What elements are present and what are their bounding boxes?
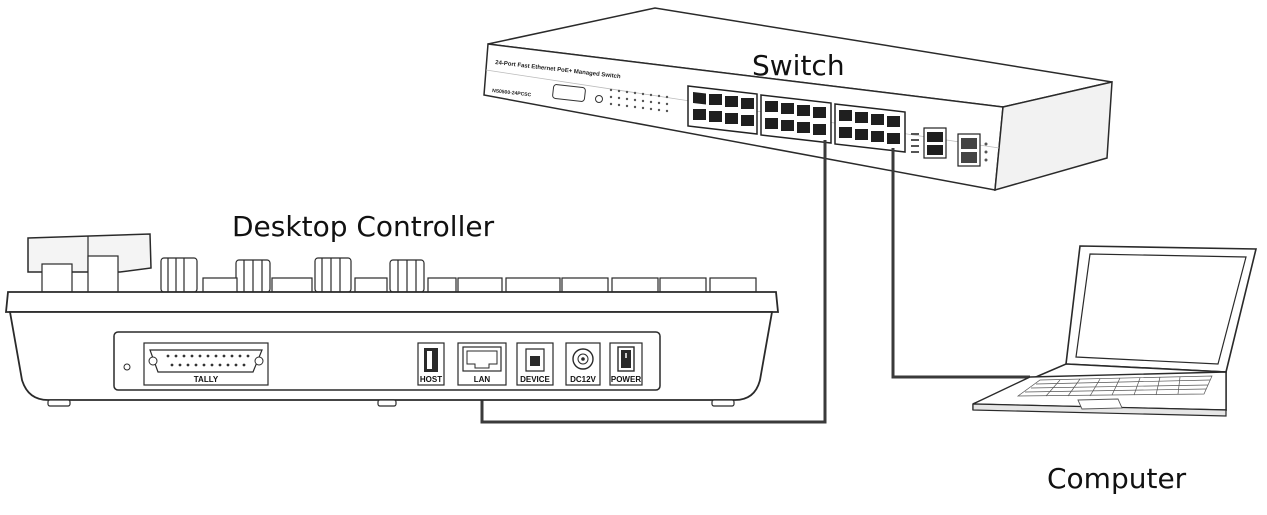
status-led [123, 363, 131, 371]
host-port: HOST [417, 342, 445, 386]
tally-port: TALLY [143, 342, 269, 386]
device-port: DEVICE [516, 342, 554, 386]
cable-controller-to-switch [480, 140, 827, 424]
switch-port-block-1 [687, 85, 758, 135]
computer-label: Computer [1047, 462, 1187, 495]
laptop-trackpad [1077, 398, 1123, 410]
dc12v-port: DC12V [565, 342, 601, 386]
switch-port-block-2 [760, 94, 832, 144]
dc12v-label: DC12V [570, 375, 596, 384]
lan-label: LAN [474, 375, 491, 384]
device-label: DEVICE [520, 375, 550, 384]
cable-computer-to-switch [891, 148, 1030, 379]
desktop-controller-label: Desktop Controller [232, 210, 495, 243]
ethernet-cables [480, 140, 1030, 424]
power-switch: POWER [609, 342, 643, 386]
tally-label: TALLY [194, 375, 219, 384]
network-switch: 24-Port Fast Ethernet PoE+ Managed Switc… [483, 7, 1113, 192]
power-label: POWER [611, 375, 641, 384]
laptop-computer [972, 245, 1258, 417]
controller-knobs [160, 257, 425, 293]
switch-console-port [552, 84, 603, 103]
switch-uplink-ports [911, 127, 988, 167]
controller-keys [202, 277, 757, 293]
switch-led-panel [609, 88, 669, 113]
host-label: HOST [420, 375, 442, 384]
switch-label: Switch [752, 49, 845, 82]
switch-model-text: NS0500-24PCSC [492, 88, 532, 98]
switch-port-block-3 [834, 103, 906, 153]
desktop-controller: TALLY HOST LAN DEVICE [5, 233, 779, 407]
laptop-keyboard [1016, 375, 1213, 397]
lan-port: LAN [457, 342, 507, 386]
